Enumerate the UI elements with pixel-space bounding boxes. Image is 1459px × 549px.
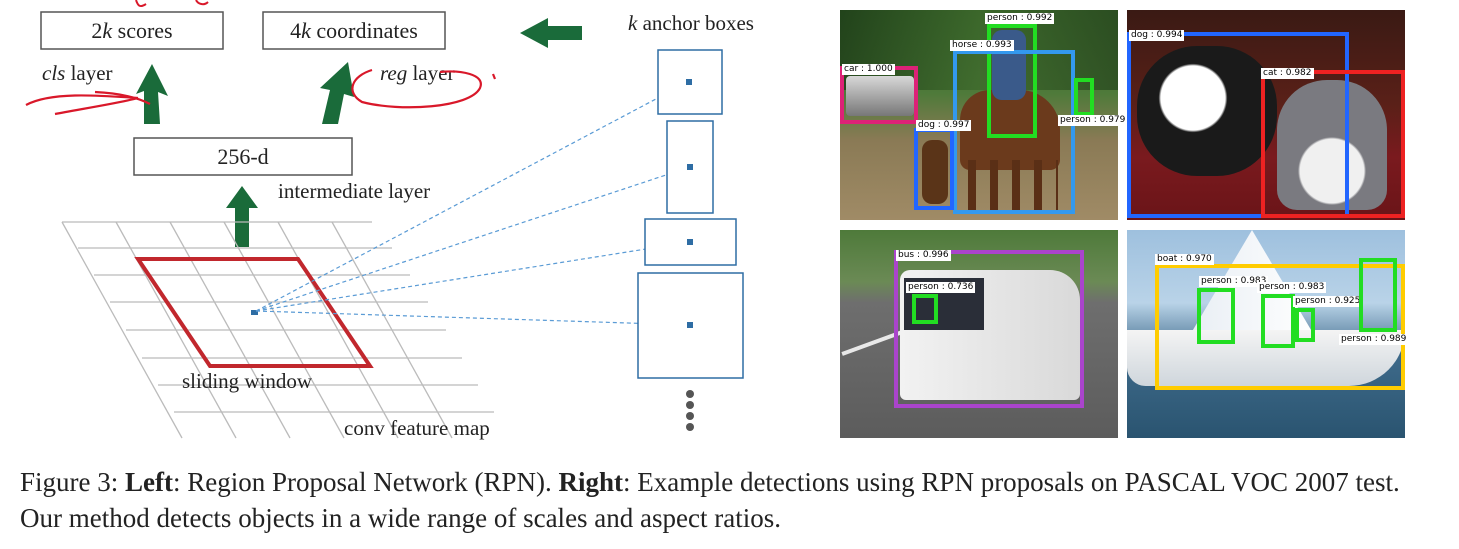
- detection-label: car : 1.000: [842, 64, 895, 75]
- detection-label: person : 0.983: [1199, 276, 1269, 287]
- scores-box: [40, 11, 224, 50]
- coordinates-label: 4k coordinates: [290, 18, 418, 43]
- intermediate-box: [133, 137, 353, 176]
- detection-box: [1127, 32, 1349, 218]
- detection-box: [914, 128, 954, 210]
- detection-image-boat: boat : 0.970 person : 0.983 person : 0.9…: [1127, 230, 1409, 438]
- cls-layer-label: cls layer: [42, 61, 113, 85]
- detection-label: person : 0.992: [985, 13, 1055, 24]
- detection-box: [987, 24, 1037, 138]
- intermediate-layer-label: intermediate layer: [278, 179, 430, 203]
- detection-box: [1197, 288, 1235, 344]
- car-shape: [846, 76, 914, 116]
- detection-label: bus : 0.996: [896, 250, 951, 261]
- sliding-window: [134, 257, 374, 368]
- reg-layer-label: reg layer: [380, 61, 454, 85]
- scores-label: 2k scores: [91, 18, 172, 43]
- detection-label: person : 0.925: [1293, 296, 1363, 307]
- detection-box: [1359, 258, 1397, 332]
- detection-label: horse : 0.993: [950, 40, 1014, 51]
- detection-label: dog : 0.994: [1129, 30, 1185, 41]
- detection-label: person : 0.983: [1257, 282, 1327, 293]
- dog-shape: [922, 140, 948, 204]
- sliding-window-center: [251, 310, 258, 315]
- cls-arrow: [136, 64, 168, 124]
- dog-body: [1137, 46, 1277, 176]
- detection-box: [1074, 78, 1094, 116]
- anchor-connectors: [255, 81, 691, 326]
- detection-label: person : 0.979: [1058, 115, 1128, 126]
- detection-label: dog : 0.997: [916, 120, 972, 131]
- detection-box: [1295, 308, 1315, 342]
- detection-label: person : 0.736: [906, 282, 976, 293]
- feature-map-label: conv feature map: [344, 416, 490, 440]
- feature-map-grid: [61, 221, 494, 439]
- detection-label: person : 0.989: [1339, 334, 1409, 345]
- detection-image-bus: bus : 0.996 person : 0.736: [840, 230, 1118, 438]
- detection-box: [1261, 294, 1295, 348]
- anchor-to-output-arrow: [520, 18, 582, 48]
- detection-image-horse: person : 0.992 horse : 0.993 car : 1.000…: [840, 10, 1128, 220]
- top-annotation-marks: [135, 0, 209, 8]
- cls-annotation-scribble: [25, 90, 151, 116]
- intermediate-box-label: 256-d: [217, 144, 268, 169]
- detection-box: [1261, 70, 1405, 218]
- reg-annotation-circle: [351, 68, 482, 109]
- cat-body: [1277, 80, 1387, 210]
- anchor-centers: [686, 79, 693, 328]
- detection-box: [953, 50, 1075, 214]
- detection-box: [894, 250, 1084, 408]
- reg-arrow: [320, 62, 354, 124]
- figure-caption: Figure 3: Left: Region Proposal Network …: [20, 467, 1400, 533]
- horse-legs: [968, 160, 1058, 210]
- anchor-boxes: [637, 49, 744, 379]
- annotation-mark: [491, 73, 497, 80]
- detection-box: [1155, 264, 1405, 390]
- horse-shape: [960, 90, 1060, 170]
- ellipsis-dots: [686, 390, 694, 431]
- rpn-diagram: 2k scores 4k coordinates cls layer reg l…: [25, 0, 754, 440]
- detection-label: boat : 0.970: [1155, 254, 1214, 265]
- detection-image-dog-cat: dog : 0.994 cat : 0.982: [1127, 10, 1405, 220]
- anchor-boxes-label: k anchor boxes: [628, 11, 754, 35]
- coordinates-box: [262, 11, 446, 50]
- detection-label: cat : 0.982: [1261, 68, 1314, 79]
- sliding-window-label: sliding window: [182, 369, 313, 393]
- detection-box: [912, 294, 938, 324]
- intermediate-arrow: [226, 186, 258, 247]
